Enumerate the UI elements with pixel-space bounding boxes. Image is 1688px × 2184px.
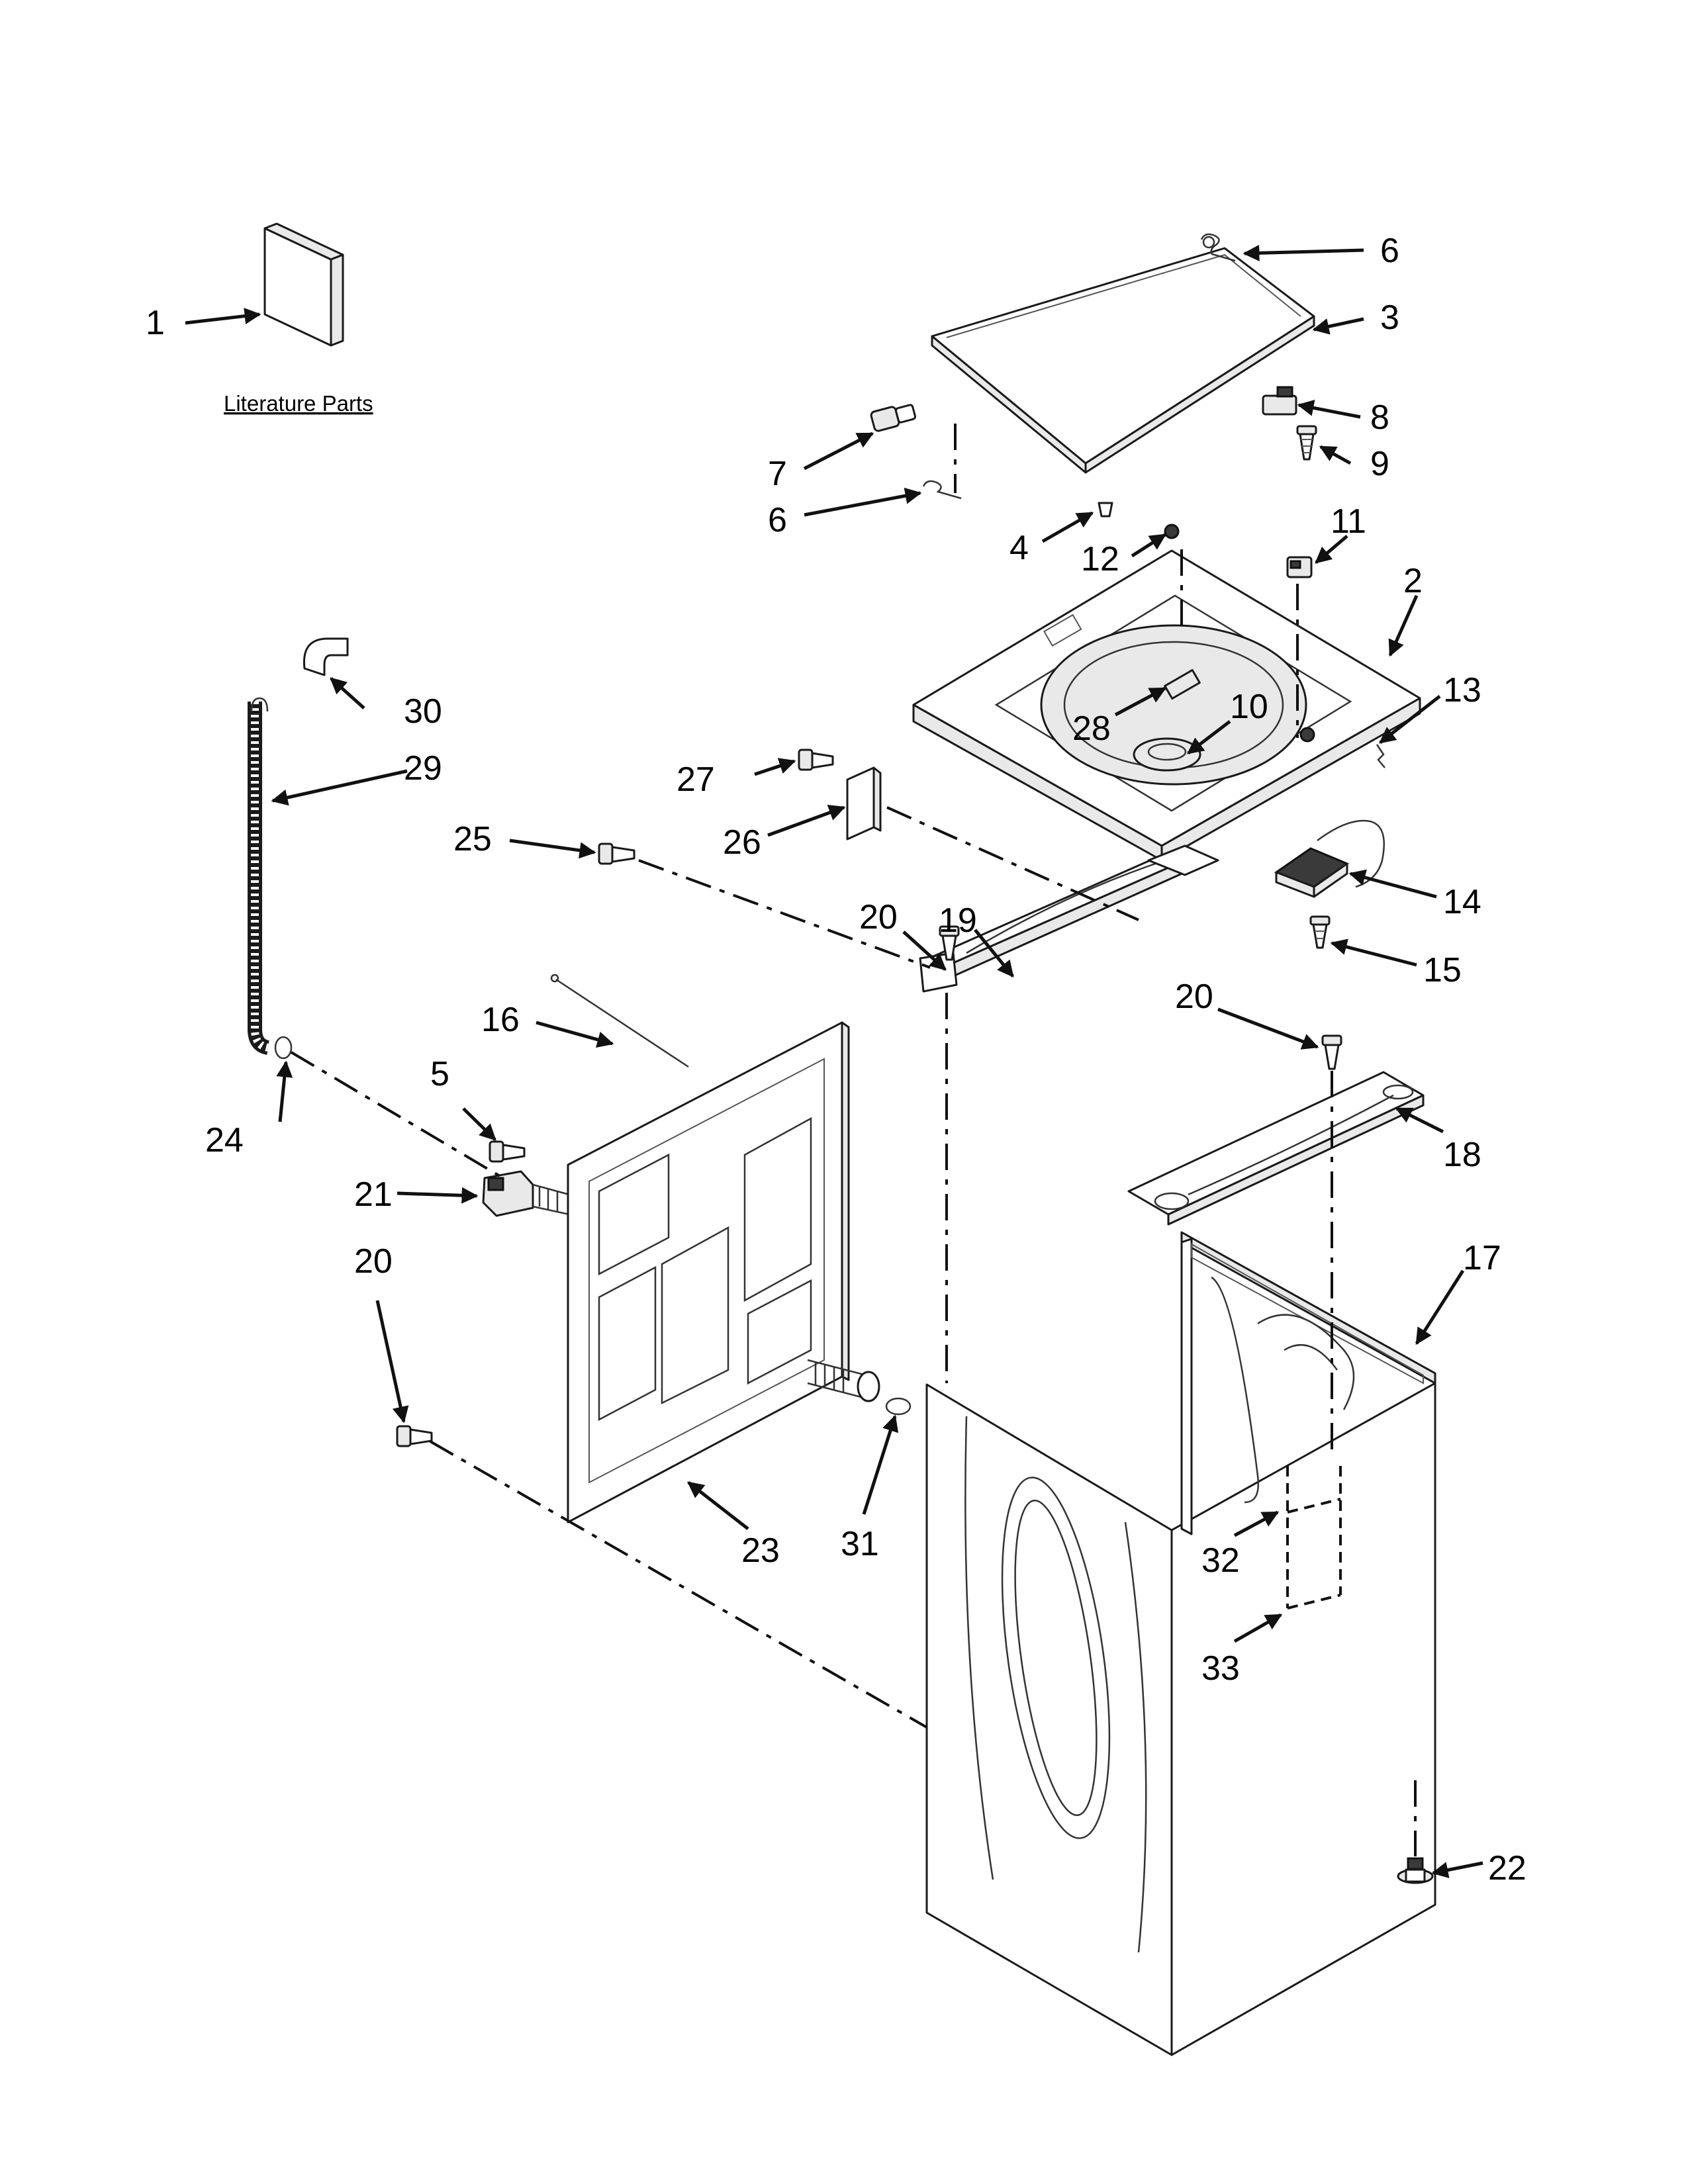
hinge-bushing-part [870, 404, 917, 432]
callout-6-top: 6 [1380, 232, 1399, 270]
rod-part [550, 974, 689, 1068]
callout-8: 8 [1370, 398, 1389, 437]
callout-14: 14 [1443, 883, 1481, 921]
callout-20-rear: 20 [1175, 978, 1213, 1016]
callout-21: 21 [354, 1175, 393, 1214]
callout-28: 28 [1072, 709, 1111, 748]
cabinet-part [925, 1231, 1436, 2056]
callout-13: 13 [1443, 671, 1481, 709]
hose-clamp-part-31 [885, 1397, 912, 1416]
callout-25: 25 [453, 820, 492, 858]
callout-24: 24 [205, 1121, 244, 1160]
callout-29: 29 [404, 749, 442, 788]
callout-31: 31 [841, 1525, 879, 1563]
callout-19: 19 [939, 901, 977, 940]
leveling-leg-part [1397, 1857, 1434, 1884]
callout-33: 33 [1201, 1649, 1240, 1688]
callout-20-brace: 20 [859, 898, 898, 936]
screw-part-20-rear [1321, 1034, 1342, 1070]
hinge-pin-part-top [1200, 233, 1236, 262]
lid-switch-part [1274, 819, 1385, 898]
callout-32: 32 [1201, 1541, 1240, 1580]
hose-part [807, 1359, 880, 1402]
callout-11: 11 [1331, 502, 1366, 541]
callout-4: 4 [1009, 529, 1029, 567]
callout-30: 30 [404, 692, 442, 731]
pad-part [1164, 668, 1201, 700]
screw-part-27 [798, 749, 834, 771]
bracket-part-26 [846, 766, 882, 841]
callout-9: 9 [1370, 445, 1389, 483]
callout-7: 7 [768, 455, 787, 493]
callout-22: 22 [1488, 1849, 1526, 1888]
pump-part [482, 1170, 571, 1217]
callout-16: 16 [481, 1001, 520, 1039]
screw-part-5 [489, 1140, 526, 1163]
plug-part [1164, 523, 1180, 539]
dispenser-part [1133, 737, 1201, 772]
callout-23: 23 [741, 1531, 780, 1570]
hinge-pin-part-left [922, 480, 962, 500]
screw-part-9 [1296, 425, 1317, 461]
hose-clamp-part-24 [274, 1036, 293, 1060]
callout-17: 17 [1463, 1239, 1501, 1277]
callout-15: 15 [1423, 951, 1462, 989]
lid-lock-part [1286, 556, 1313, 578]
top-panel-part [912, 549, 1421, 862]
assembly-lines [290, 424, 1417, 1856]
drain-hose-part [248, 697, 270, 1055]
hose-hook-part [303, 637, 349, 676]
callout-2: 2 [1403, 562, 1423, 600]
lid-part [931, 247, 1315, 474]
part-32-33-outline [1286, 1466, 1342, 1610]
callout-numbers: 1 6 3 8 9 7 6 4 12 11 2 13 28 10 14 15 2… [146, 232, 1526, 1888]
lid-latch-bracket-part [1262, 386, 1297, 416]
callout-5: 5 [430, 1055, 449, 1093]
lid-bumper-part [1098, 502, 1113, 518]
callout-6-left: 6 [768, 501, 787, 539]
callout-10: 10 [1230, 688, 1268, 726]
callout-20-left: 20 [354, 1242, 393, 1281]
leader-arrows [185, 244, 1483, 1878]
rear-brace-part [1127, 1071, 1425, 1226]
screw-part-20-left [396, 1425, 433, 1447]
callout-26: 26 [723, 823, 761, 862]
back-panel-part [567, 1021, 850, 1524]
literature-booklet-part [263, 222, 344, 347]
literature-parts-label: Literature Parts [224, 391, 373, 416]
callout-27: 27 [677, 760, 715, 799]
screw-part-25 [598, 842, 635, 865]
callout-3: 3 [1380, 298, 1399, 337]
clip-part [1376, 744, 1385, 768]
screw-part-15 [1309, 915, 1331, 949]
callout-1: 1 [146, 304, 165, 342]
callout-18: 18 [1443, 1136, 1481, 1174]
callout-12: 12 [1081, 540, 1119, 578]
